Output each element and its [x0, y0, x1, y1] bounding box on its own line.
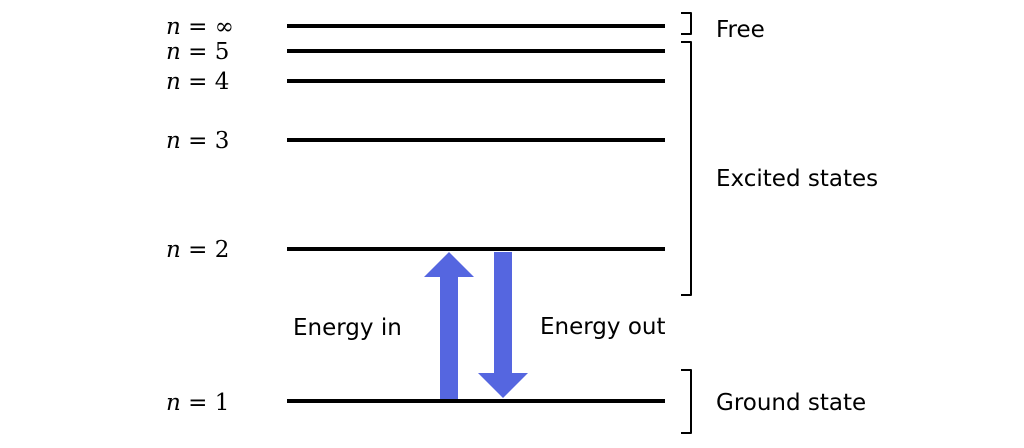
level-value: 5 [215, 39, 230, 65]
ground-state-label: Ground state [716, 390, 866, 416]
level-eq: = [181, 390, 215, 416]
level-value: 4 [215, 69, 230, 95]
level-var: n [166, 69, 181, 95]
level-value: ∞ [215, 14, 234, 40]
energy-out-arrow [478, 252, 528, 398]
level-eq: = [181, 237, 215, 263]
energy-in-label: Energy in [293, 315, 402, 341]
level-var: n [166, 237, 181, 263]
level-eq: = [181, 39, 215, 65]
level-var: n [166, 128, 181, 154]
level-label-4: n = 4 [166, 69, 229, 95]
level-value: 3 [215, 128, 230, 154]
level-eq: = [181, 14, 215, 40]
level-var: n [166, 39, 181, 65]
level-label-1: n = 1 [166, 390, 229, 416]
level-eq: = [181, 69, 215, 95]
level-value: 1 [215, 390, 230, 416]
level-label-inf: n = ∞ [166, 14, 234, 40]
level-label-5: n = 5 [166, 39, 229, 65]
excited-states-label: Excited states [716, 166, 878, 192]
level-eq: = [181, 128, 215, 154]
ground-bracket [681, 369, 692, 434]
free-label: Free [716, 17, 765, 43]
level-label-2: n = 2 [166, 237, 229, 263]
energy-out-label: Energy out [540, 314, 666, 340]
level-var: n [166, 14, 181, 40]
level-label-3: n = 3 [166, 128, 229, 154]
energy-in-arrow [424, 252, 474, 399]
level-var: n [166, 390, 181, 416]
excited-bracket [681, 41, 692, 296]
free-bracket [681, 12, 692, 35]
level-value: 2 [215, 237, 230, 263]
